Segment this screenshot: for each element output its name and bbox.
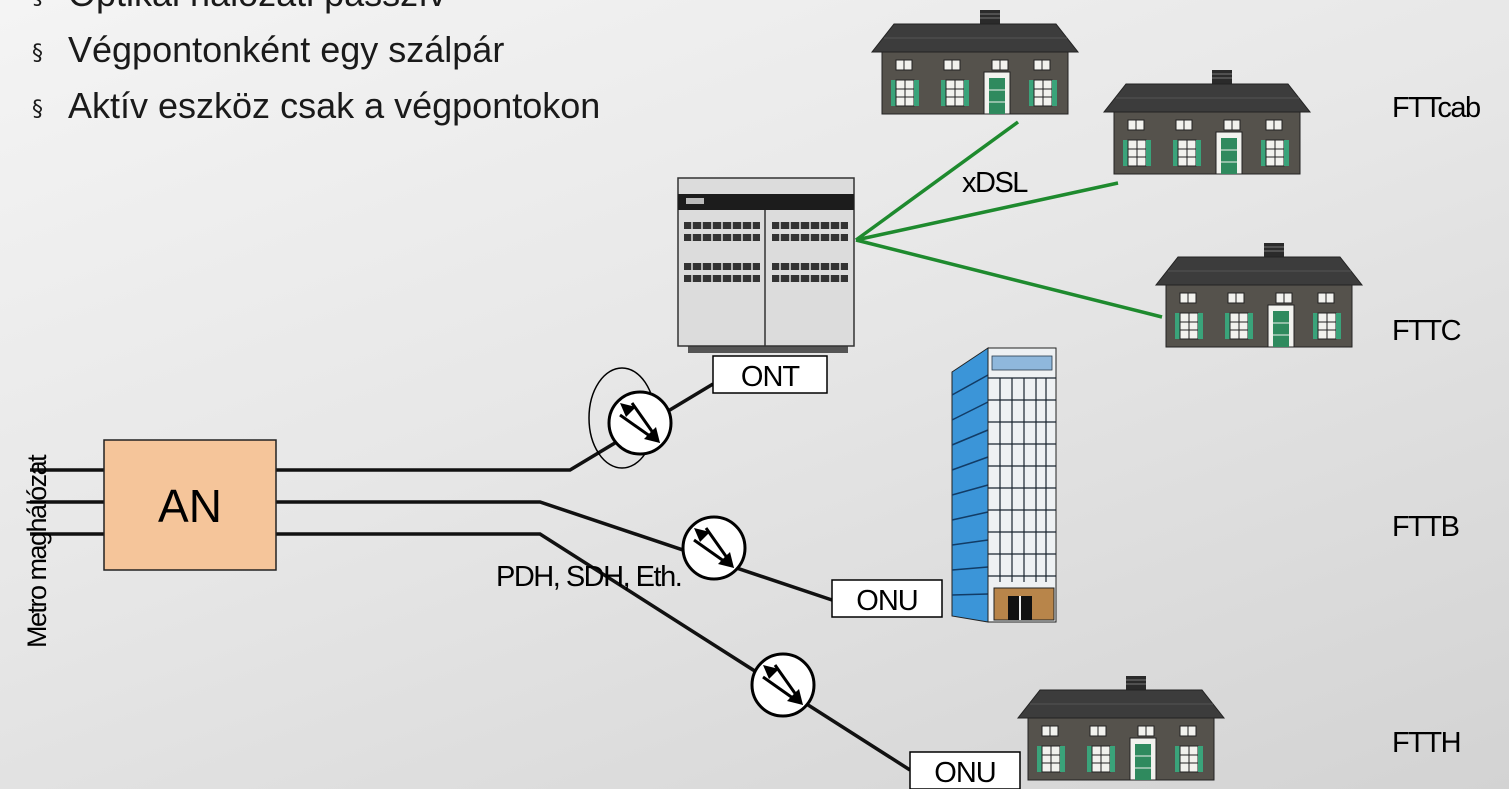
house-icon (872, 10, 1078, 114)
office-building-icon (951, 347, 1057, 623)
onu-building-label: ONU (856, 585, 917, 617)
fttcab-label: FTTcab (1392, 92, 1480, 124)
bullet-item: § Optikai hálózati passzív (32, 0, 446, 14)
access-node: AN (103, 439, 277, 571)
fttc-label: FTTC (1392, 315, 1461, 347)
onu-box-house: ONU (909, 751, 1021, 789)
bullet-marker: § (32, 41, 43, 66)
splitter-icon (607, 390, 673, 456)
bullet-marker: § (32, 97, 43, 122)
ont-box: ONT (712, 355, 828, 394)
xdsl-label: xDSL (962, 167, 1028, 199)
street-cabinet-icon (677, 177, 855, 353)
bullet-text-3: Aktív eszköz csak a végpontokon (68, 85, 600, 126)
house-icon (1104, 70, 1310, 174)
metro-network-label: Metro maghálózat (22, 454, 52, 648)
house-icon (1156, 243, 1362, 347)
xdsl-link-house-3 (855, 238, 1163, 319)
bullet-marker: § (32, 0, 43, 10)
onu-house-label: ONU (934, 757, 995, 789)
bullet-text-2: Végpontonként egy szálpár (68, 29, 504, 70)
bullet-item: § Végpontonként egy szálpár (32, 29, 504, 70)
xdsl-links (854, 120, 1163, 319)
xdsl-link-house-1 (854, 120, 1020, 242)
fttb-label: FTTB (1392, 511, 1459, 543)
splitter-icon (681, 515, 747, 581)
xdsl-link-house-2 (855, 181, 1119, 242)
ftth-label: FTTH (1392, 727, 1460, 759)
bullet-item: § Aktív eszköz csak a végpontokon (32, 85, 600, 126)
onu-box-building: ONU (831, 579, 943, 618)
bullet-text-1: Optikai hálózati passzív (68, 0, 446, 14)
splitter-icon (750, 652, 816, 718)
access-node-label: AN (158, 480, 222, 532)
house-icon (1018, 676, 1224, 780)
bullet-list: § Optikai hálózati passzív § Végpontonké… (32, 0, 600, 126)
transport-label: PDH, SDH, Eth. (496, 561, 681, 593)
ont-label: ONT (741, 361, 801, 393)
